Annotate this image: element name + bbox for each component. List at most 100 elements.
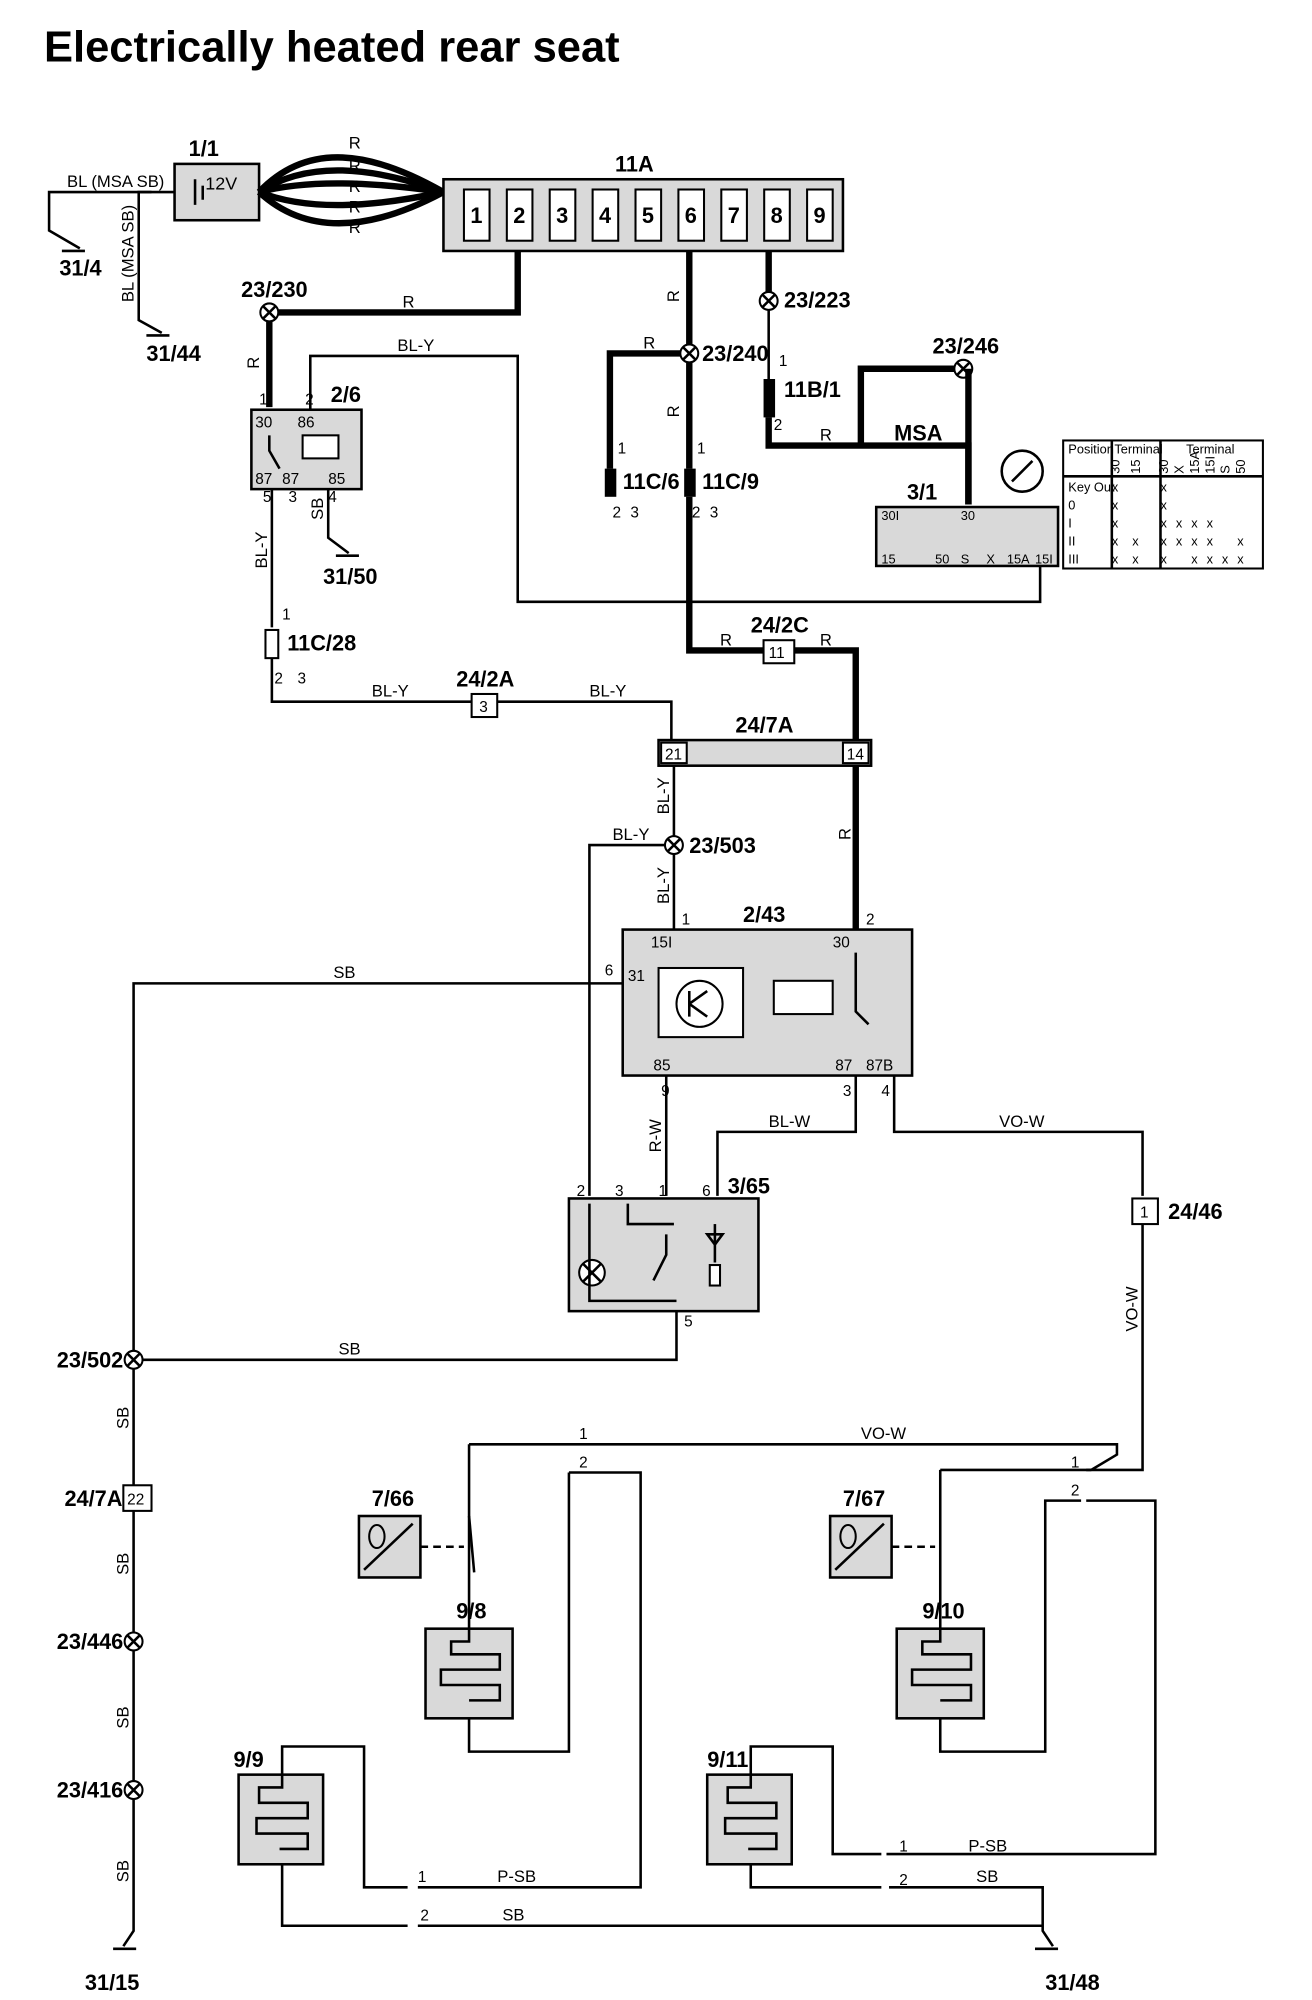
svg-text:BL-Y: BL-Y [654,777,673,814]
svg-text:24/2C: 24/2C [751,613,809,638]
svg-text:85: 85 [328,471,345,488]
svg-text:4: 4 [881,1083,890,1100]
svg-text:R: R [643,333,655,352]
svg-text:X: X [986,551,995,566]
fuse-11c-28: 1 11C/28 2 3 [264,607,356,688]
connector-24-2a: 3 24/2A [456,666,515,719]
svg-text:23/502: 23/502 [57,1347,124,1372]
ground-31-44: 31/44 [146,341,200,366]
table-mark: x [1112,551,1119,566]
svg-text:87: 87 [255,471,272,488]
svg-text:0: 0 [1068,498,1075,513]
svg-text:R-W: R-W [646,1119,665,1153]
key-icon [1000,449,1044,493]
svg-text:3: 3 [843,1083,852,1100]
splice-23-446: 23/446 [57,1629,144,1654]
table-column-label: 30 [1108,460,1123,474]
ignition-position-table: Position Terminal Terminal Key Out 0 I I… [1062,439,1264,570]
svg-text:21: 21 [665,746,682,763]
svg-text:BL-Y: BL-Y [589,682,626,701]
svg-text:SB: SB [333,963,355,982]
svg-text:3: 3 [297,671,306,688]
svg-text:23/416: 23/416 [57,1778,124,1803]
svg-text:31/48: 31/48 [1045,1970,1099,1995]
svg-text:24/7A: 24/7A [64,1486,122,1511]
table-column-label: 15I [1202,456,1217,474]
svg-text:86: 86 [297,415,314,432]
svg-text:SB: SB [976,1867,998,1886]
thermostat-7-67: 7/67 [828,1486,893,1579]
svg-text:2: 2 [692,504,701,521]
svg-text:11C/9: 11C/9 [702,469,759,494]
svg-text:30: 30 [255,415,272,432]
svg-text:9/11: 9/11 [707,1747,748,1772]
relay-2-6: 2/6 30 86 87 87 85 [250,382,363,491]
svg-text:2: 2 [1071,1483,1080,1500]
svg-text:R: R [402,292,414,311]
svg-text:7/67: 7/67 [843,1486,885,1511]
fusebox-label: 11A [615,152,654,177]
fuse-11b-1: 1 11B/1 2 [763,353,841,434]
thermostat-7-66: 7/66 [357,1486,422,1579]
svg-text:2: 2 [866,911,875,928]
svg-text:5: 5 [263,489,272,506]
svg-text:R: R [244,357,263,369]
battery: 1/1 12V [173,136,261,222]
svg-text:S: S [961,551,970,566]
svg-text:VO-W: VO-W [861,1424,907,1443]
splice-23-502: 23/502 [57,1347,144,1372]
connector-24-7a: 21 14 24/7A [657,712,873,767]
svg-text:23/503: 23/503 [689,833,756,858]
svg-text:SB: SB [113,1706,132,1728]
table-mark: x [1160,498,1167,513]
svg-text:1: 1 [682,911,691,928]
control-module-2-43: 2/43 15I 30 31 85 87 87B [621,902,914,1077]
svg-text:P-SB: P-SB [497,1867,536,1886]
svg-text:1: 1 [697,440,706,457]
svg-text:4: 4 [328,489,337,506]
svg-text:9/9: 9/9 [233,1747,263,1772]
svg-text:Terminal: Terminal [1186,441,1234,456]
table-column-label: 30 [1156,460,1171,474]
splice-23-240: 23/240 [679,341,769,366]
svg-text:I: I [1068,516,1072,531]
svg-text:7/66: 7/66 [372,1486,414,1511]
svg-text:R: R [349,157,361,176]
svg-text:15I: 15I [1035,551,1053,566]
fuse-slot [806,188,834,242]
svg-text:5: 5 [684,1314,693,1331]
svg-text:24/7A: 24/7A [735,712,793,737]
table-mark: x [1237,551,1244,566]
table-mark: x [1207,533,1214,548]
fuse-number: 4 [599,203,611,228]
table-column-label: 15A [1187,451,1202,474]
svg-text:87: 87 [282,471,299,488]
svg-text:R: R [836,828,855,840]
svg-text:2/43: 2/43 [743,902,785,927]
svg-text:22: 22 [127,1491,144,1508]
table-mark: x [1112,516,1119,531]
svg-text:2: 2 [274,671,283,688]
svg-text:Position: Position [1068,441,1114,456]
svg-text:R: R [349,177,361,196]
svg-text:R: R [349,198,361,217]
svg-text:1: 1 [579,1426,588,1443]
table-mark: x [1160,551,1167,566]
fuse-number: 9 [813,203,825,228]
svg-text:23/223: 23/223 [784,287,851,312]
connector-24-7a-b: 22 24/7A [64,1484,153,1512]
heater-9-11: 9/11 [705,1747,794,1866]
fuse-slot [763,188,791,242]
svg-text:VO-W: VO-W [1122,1286,1141,1332]
heater-9-10: 9/10 [895,1598,986,1720]
svg-text:1: 1 [282,607,291,624]
fuse-11c-9: 1 11C/9 2 3 [684,440,759,521]
svg-text:2: 2 [612,504,621,521]
splice-23-223: 23/223 [758,287,851,312]
svg-text:6: 6 [605,963,614,980]
table-mark: x [1132,533,1139,548]
svg-text:11C/28: 11C/28 [287,630,356,655]
svg-text:50: 50 [935,551,949,566]
battery-voltage: 12V [205,174,237,194]
table-mark: x [1222,551,1229,566]
